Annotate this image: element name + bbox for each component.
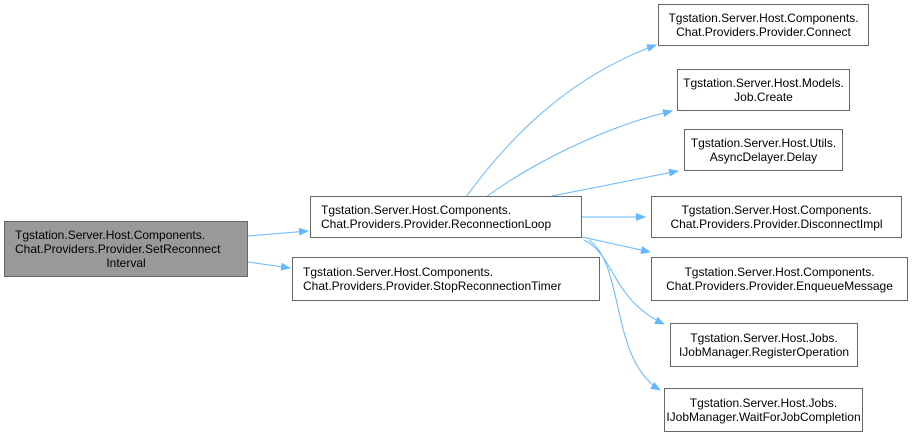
edge-reconnection-loop-to-job-create <box>485 109 673 198</box>
node-wait-for-job-completion-line-2: IJobManager.WaitForJobCompletion <box>666 410 861 424</box>
node-async-delay[interactable]: Tgstation.Server.Host.Utils. AsyncDelaye… <box>684 129 843 171</box>
node-enqueue-message-line-1: Tgstation.Server.Host.Components. <box>684 265 875 279</box>
edge-reconnection-loop-to-enqueue-message <box>581 236 651 254</box>
edge-set-reconnect-interval-to-reconnection-loop <box>247 227 309 237</box>
node-set-reconnect-interval-line-1: Tgstation.Server.Host.Components. <box>15 228 206 242</box>
node-register-operation-line-1: Tgstation.Server.Host.Jobs. <box>690 331 838 345</box>
node-set-reconnect-interval-line-3: Interval <box>106 256 146 270</box>
node-wait-for-job-completion[interactable]: Tgstation.Server.Host.Jobs. IJobManager.… <box>664 388 863 432</box>
node-async-delay-line-2: AsyncDelayer.Delay <box>709 150 818 164</box>
node-register-operation-line-2: IJobManager.RegisterOperation <box>678 345 850 359</box>
node-job-create-line-2: Job.Create <box>734 90 793 104</box>
node-register-operation[interactable]: Tgstation.Server.Host.Jobs. IJobManager.… <box>670 323 858 367</box>
node-job-create[interactable]: Tgstation.Server.Host.Models. Job.Create <box>677 69 850 111</box>
node-wait-for-job-completion-line-1: Tgstation.Server.Host.Jobs. <box>689 396 838 410</box>
node-enqueue-message-line-2: Chat.Providers.Provider.EnqueueMessage <box>666 279 893 293</box>
node-disconnect-impl-line-2: Chat.Providers.Provider.DisconnectImpl <box>670 217 883 231</box>
node-set-reconnect-interval-line-2: Chat.Providers.Provider.SetReconnect <box>15 242 221 256</box>
node-connect[interactable]: Tgstation.Server.Host.Components. Chat.P… <box>658 4 869 46</box>
node-connect-line-1: Tgstation.Server.Host.Components. <box>668 11 859 25</box>
node-stop-reconnection-timer-line-1: Tgstation.Server.Host.Components. <box>303 265 494 279</box>
node-connect-line-2: Chat.Providers.Provider.Connect <box>676 25 851 39</box>
node-reconnection-loop-line-2: Chat.Providers.Provider.ReconnectionLoop <box>321 217 552 231</box>
edge-reconnection-loop-to-async-delay <box>551 168 679 197</box>
node-reconnection-loop-line-1: Tgstation.Server.Host.Components. <box>321 203 512 217</box>
edge-reconnection-loop-to-register-operation <box>583 239 665 325</box>
node-stop-reconnection-timer-line-2: Chat.Providers.Provider.StopReconnection… <box>303 279 562 293</box>
edge-reconnection-loop-to-connect <box>465 44 657 198</box>
node-job-create-line-1: Tgstation.Server.Host.Models. <box>683 76 844 90</box>
edge-set-reconnect-interval-to-stop-reconnection-timer <box>247 261 291 271</box>
node-stop-reconnection-timer[interactable]: Tgstation.Server.Host.Components. Chat.P… <box>292 257 600 301</box>
node-async-delay-line-1: Tgstation.Server.Host.Utils. <box>690 136 837 150</box>
node-disconnect-impl-line-1: Tgstation.Server.Host.Components. <box>681 203 872 217</box>
node-enqueue-message[interactable]: Tgstation.Server.Host.Components. Chat.P… <box>651 257 908 301</box>
edge-reconnection-loop-to-wait-for-job-completion <box>588 239 661 391</box>
node-reconnection-loop[interactable]: Tgstation.Server.Host.Components. Chat.P… <box>310 196 582 238</box>
node-disconnect-impl[interactable]: Tgstation.Server.Host.Components. Chat.P… <box>651 196 902 238</box>
node-set-reconnect-interval: Tgstation.Server.Host.Components. Chat.P… <box>4 221 248 277</box>
